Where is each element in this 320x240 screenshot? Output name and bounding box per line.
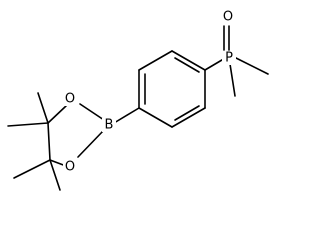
bond-phosphorus-methyl-down xyxy=(229,63,236,97)
pinacol-boronate-group: B O O xyxy=(7,92,140,191)
methyl-top-left xyxy=(7,122,49,127)
ring-oxygen-bottom-atom: O xyxy=(65,160,75,175)
bond-carbon-carbon xyxy=(47,122,51,161)
bond-boron-oxygen-top xyxy=(79,103,105,121)
bond-ring-a xyxy=(171,50,206,71)
bond-phosphorus-methyl-right xyxy=(233,56,269,75)
methyl-top-up xyxy=(37,92,49,124)
oxygen-label-bg xyxy=(221,10,235,24)
methyl-bottom-down xyxy=(49,159,61,191)
structure-drawing: P O B O O xyxy=(7,10,269,191)
phosphorus-atom: P xyxy=(225,51,233,66)
bond-ring-double-1 xyxy=(174,57,200,73)
methyl-bottom-left xyxy=(13,159,51,179)
boron-atom: B xyxy=(105,118,114,133)
bond-ring-double-2 xyxy=(174,105,200,121)
bond-ring-c xyxy=(171,107,206,128)
phosphoryl-oxygen-atom: O xyxy=(223,10,233,25)
phosphine-oxide-group: P O xyxy=(204,10,269,97)
phosphorus-label-bg xyxy=(222,51,236,65)
bond-ring-boron xyxy=(113,107,140,124)
oxygen-top-label-bg xyxy=(63,92,77,106)
benzene-ring xyxy=(138,50,206,128)
bond-ring-f xyxy=(138,50,173,71)
oxygen-bottom-label-bg xyxy=(63,160,77,174)
bond-oxygen-top-carbon xyxy=(47,105,67,124)
boron-label-bg xyxy=(102,118,116,132)
bond-boron-oxygen-bottom xyxy=(77,129,105,158)
ring-oxygen-top-atom: O xyxy=(65,92,75,107)
molecule-diagram: P O B O O xyxy=(7,9,269,191)
bond-ring-d xyxy=(138,107,173,128)
